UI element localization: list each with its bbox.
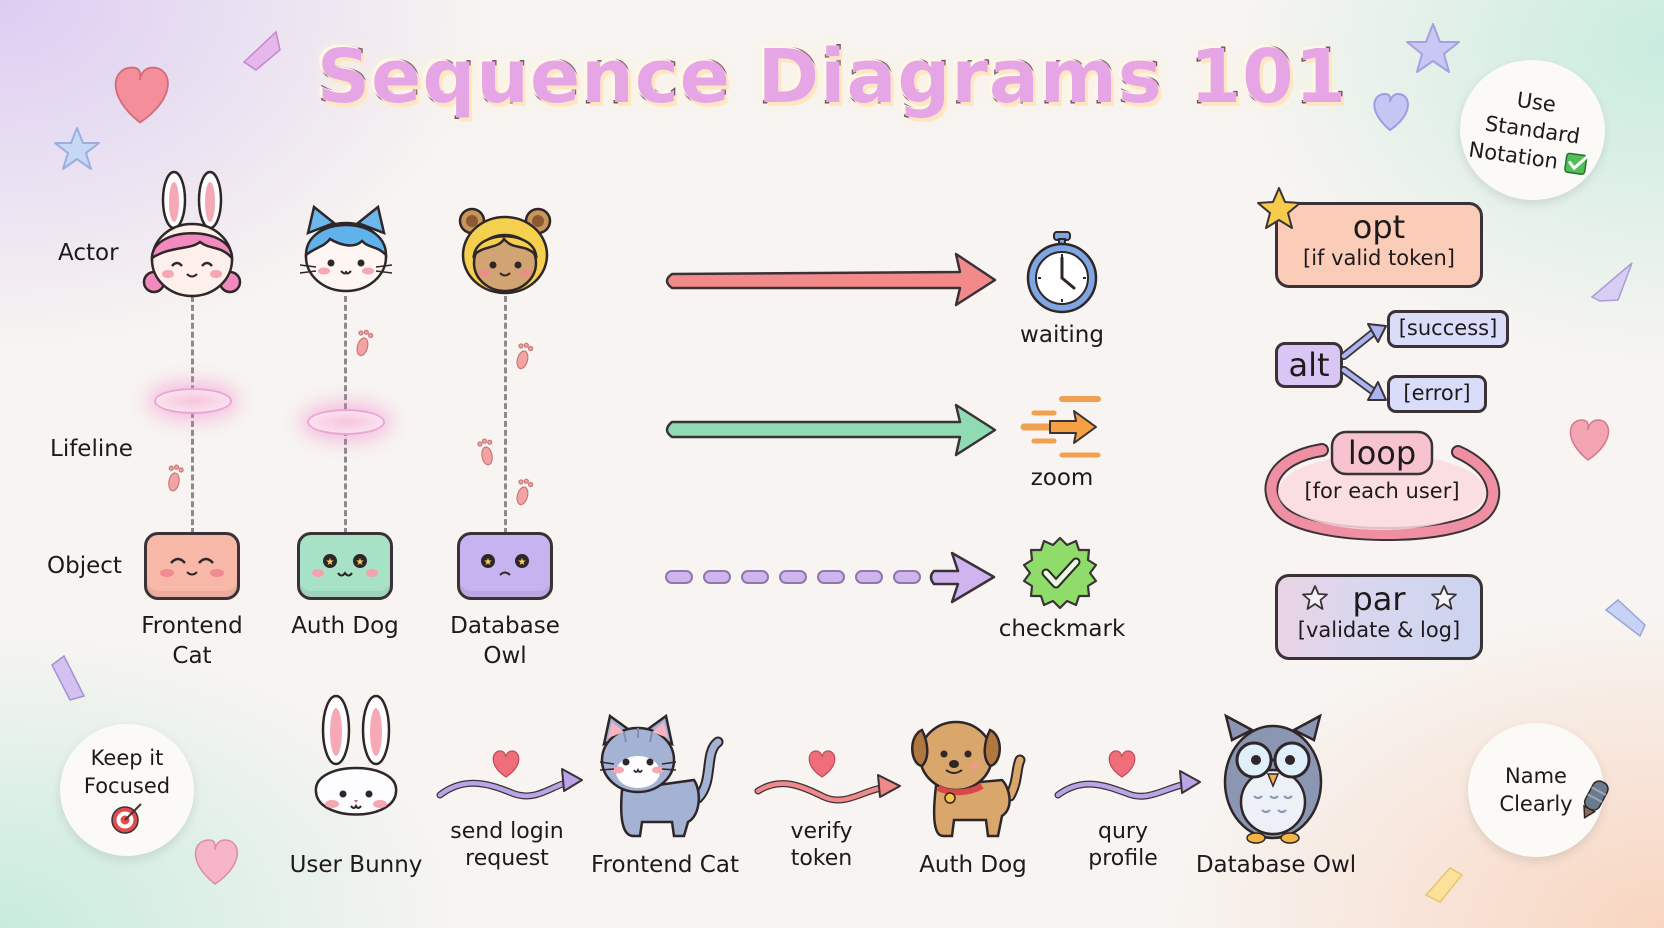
- loop-ribbon-icon: [1264, 430, 1501, 542]
- flow-message-query-profile: qury profile: [1088, 819, 1158, 871]
- star-icon: [1257, 187, 1301, 229]
- flow-participant-user-bunny: User Bunny: [289, 852, 423, 878]
- speed-arrow-icon: [1020, 396, 1101, 458]
- star-eyes-face-icon: ★★: [312, 554, 378, 577]
- confetti-icon: [1424, 867, 1464, 903]
- heart-icon: [1108, 750, 1136, 778]
- flow-arrow-verify-token: [754, 750, 901, 804]
- svg-text:★: ★: [484, 557, 493, 568]
- bunny-girl-icon: [142, 170, 242, 298]
- flow-participant-database-owl: Database Owl: [1195, 852, 1357, 878]
- flow-arrow-query-profile: [1054, 750, 1201, 800]
- frontend-cat-icon: [599, 713, 724, 838]
- stopwatch-icon: [1026, 231, 1098, 314]
- blue-cat-icon: [299, 204, 393, 293]
- star-icon: [54, 127, 100, 170]
- tip-use-standard-notation: Use Standard Notation: [1450, 50, 1615, 210]
- fragment-par-keyword: par: [1352, 580, 1406, 618]
- fragment-alt-keyword: alt: [1288, 346, 1330, 384]
- star-outline-icon: [1302, 585, 1328, 610]
- object-box-database-owl: ★★: [457, 532, 553, 600]
- dashed-arrow-purple: [665, 551, 996, 604]
- crayon-icon: [1582, 780, 1609, 819]
- target-icon: [111, 803, 142, 834]
- heart-icon: [114, 66, 169, 124]
- confetti-icon: [1604, 599, 1646, 638]
- flow-message-send-login-request: send login request: [450, 819, 564, 871]
- database-owl-icon: [1223, 713, 1323, 844]
- lifeline-database-owl: [504, 296, 507, 534]
- fragment-loop-condition: [for each user]: [1304, 479, 1460, 503]
- participant-label-frontend-cat: Frontend Cat: [141, 613, 243, 669]
- heart-icon: [808, 750, 836, 778]
- footprint-icon: [516, 342, 534, 370]
- message-type-label-zoom: zoom: [1030, 465, 1094, 491]
- row-label-lifeline: Lifeline: [50, 436, 133, 462]
- solid-arrow-red: [665, 252, 997, 307]
- participant-label-auth-dog: Auth Dog: [291, 613, 399, 639]
- heart-icon: [1373, 92, 1409, 132]
- user-bunny-icon: [314, 694, 398, 816]
- svg-text:★: ★: [356, 557, 365, 568]
- fragment-opt-condition: [if valid token]: [1303, 246, 1455, 270]
- fragment-alt: alt: [1275, 342, 1343, 388]
- activation-bar-frontend-cat: [154, 388, 232, 414]
- heart-icon: [194, 839, 239, 885]
- star-outline-icon: [1431, 585, 1457, 610]
- flow-arrow-send-login: [436, 750, 583, 800]
- flow-participant-auth-dog: Auth Dog: [919, 852, 1027, 878]
- heart-icon: [1569, 419, 1610, 461]
- heart-icon: [492, 750, 520, 778]
- svg-text:★: ★: [326, 557, 335, 568]
- flow-participant-frontend-cat: Frontend Cat: [591, 852, 739, 878]
- flow-message-verify-token: verify token: [790, 819, 853, 871]
- lifeline-frontend-cat: [191, 296, 194, 534]
- fragment-loop-keyword: loop: [1347, 434, 1417, 472]
- bear-hood-icon: [458, 207, 552, 295]
- footprint-icon: [168, 464, 184, 492]
- confetti-icon: [242, 30, 281, 71]
- fragment-par: par [validate & log]: [1275, 574, 1483, 660]
- footprint-decorations: [168, 329, 534, 506]
- fragment-opt: opt [if valid token]: [1275, 202, 1483, 288]
- star-icon: [1406, 23, 1460, 73]
- fragment-par-condition: [validate & log]: [1297, 618, 1461, 642]
- message-type-label-checkmark: checkmark: [998, 616, 1126, 642]
- object-box-frontend-cat: [144, 532, 240, 600]
- checkmark-badge-icon: [1022, 536, 1098, 610]
- svg-text:★: ★: [518, 557, 527, 568]
- star-eyes-frown-face-icon: ★★: [481, 554, 529, 576]
- auth-dog-icon: [911, 720, 1026, 838]
- green-checkbox-icon: [1563, 152, 1590, 175]
- footprint-icon: [516, 478, 534, 506]
- alt-branch-arrows: [1340, 323, 1387, 401]
- solid-arrow-green: [665, 403, 997, 457]
- footprint-icon: [356, 329, 374, 357]
- alt-branch-success: [success]: [1387, 310, 1509, 348]
- fragment-opt-keyword: opt: [1352, 208, 1406, 246]
- row-label-actor: Actor: [58, 240, 119, 266]
- row-label-object: Object: [47, 553, 122, 579]
- fragment-loop: loop [for each user]: [1262, 430, 1502, 546]
- page-title: Sequence Diagrams 101: [315, 33, 1348, 122]
- message-arrows: [665, 252, 997, 604]
- participant-label-database-owl: Database Owl: [450, 613, 560, 669]
- tip-name-clearly: Name Clearly: [1468, 723, 1609, 857]
- confetti-icon: [1590, 262, 1633, 302]
- object-box-auth-dog: ★★: [297, 532, 393, 600]
- activation-bar-auth-dog: [307, 409, 385, 435]
- confetti-icon: [51, 654, 86, 701]
- alt-branch-error: [error]: [1387, 375, 1487, 413]
- footprint-icon: [477, 438, 493, 466]
- tip-keep-it-focused: Keep it Focused: [60, 724, 194, 856]
- message-type-label-waiting: waiting: [1020, 322, 1104, 348]
- happy-face-icon: [160, 557, 224, 577]
